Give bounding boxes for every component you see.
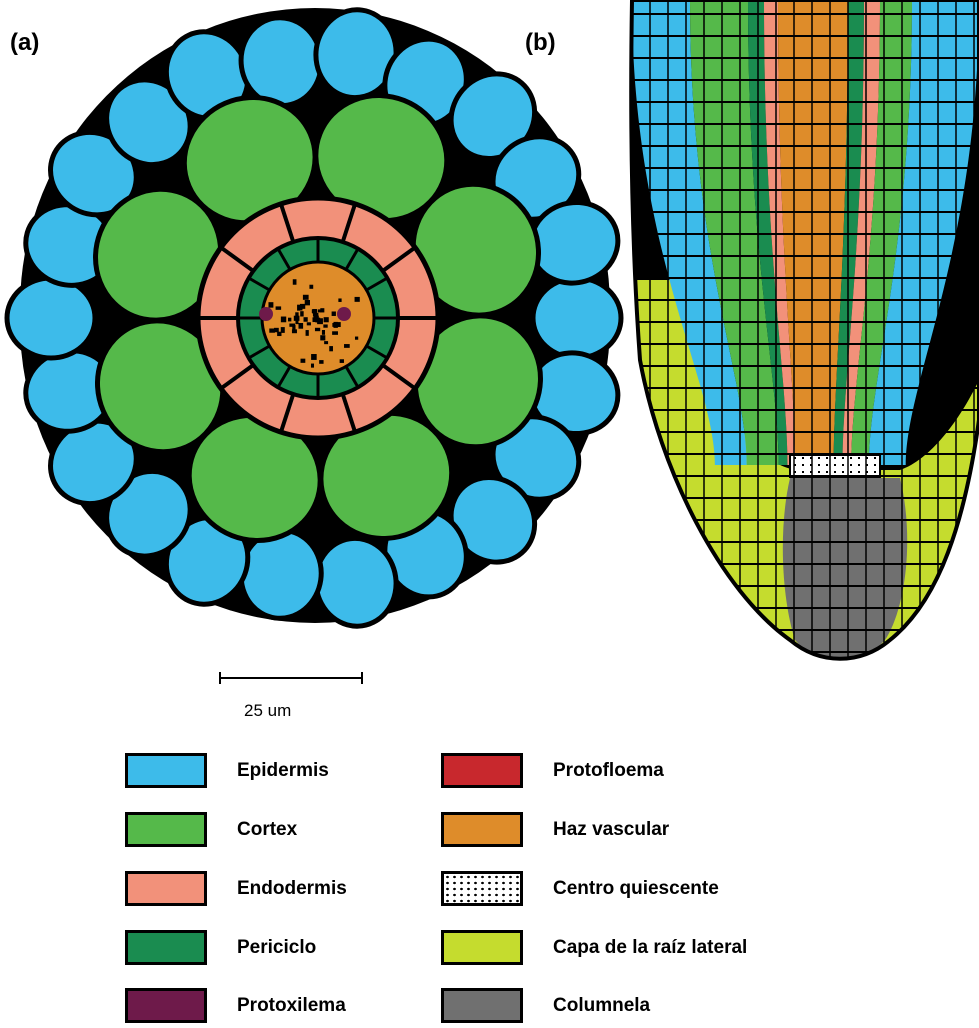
vascular-cell-wall — [311, 354, 317, 360]
vascular-cell-wall — [315, 317, 318, 322]
vascular-cell-wall — [355, 337, 358, 340]
vascular-cell-wall — [320, 308, 324, 312]
vascular-cell-wall — [300, 304, 305, 309]
vascular-cell-wall — [293, 279, 297, 284]
vascular-cell-wall — [323, 324, 327, 327]
vascular-cell-wall — [304, 317, 308, 322]
vascular-cell-wall — [306, 330, 309, 336]
root-cross-section — [7, 4, 628, 631]
vascular-cell-wall — [324, 341, 328, 344]
panel-label-a: (a) — [10, 29, 39, 56]
vascular-cell-wall — [269, 328, 275, 332]
vascular-core — [259, 262, 374, 374]
vascular-cell-wall — [288, 318, 291, 322]
vascular-cell-wall — [319, 360, 323, 364]
vascular-cell-wall — [281, 327, 285, 333]
vascular-cell-wall — [307, 322, 311, 325]
protoxilema-cell — [337, 307, 351, 321]
vascular-cell-wall — [332, 311, 336, 315]
vascular-cell-wall — [289, 324, 295, 327]
vascular-cell-wall — [268, 302, 273, 307]
vascular-cell-wall — [329, 346, 333, 351]
vascular-cell-wall — [294, 316, 300, 321]
vascular-cell-wall — [303, 295, 309, 300]
vascular-cell-wall — [322, 330, 325, 335]
panel-label-b: (b) — [525, 29, 556, 56]
vascular-cell-wall — [313, 313, 317, 316]
root-tip-longitudinal — [628, 0, 979, 680]
scale-bar: 25 um — [220, 672, 362, 720]
vascular-cell-wall — [301, 359, 306, 363]
vascular-cell-wall — [312, 310, 317, 314]
protoxilema-cell — [259, 307, 273, 321]
vascular-cell-wall — [338, 298, 341, 301]
vascular-cell-wall — [315, 328, 320, 331]
vascular-cell-wall — [332, 331, 338, 335]
vascular-cell-wall — [300, 311, 303, 316]
vascular-cell-wall — [305, 300, 310, 305]
columnela — [783, 478, 907, 661]
vascular-cell-wall — [355, 297, 360, 302]
vascular-cell-wall — [324, 317, 329, 322]
vascular-cell-wall — [292, 329, 297, 333]
vascular-cell-wall — [309, 285, 313, 289]
vascular-cell-wall — [344, 344, 350, 348]
vascular-cell-wall — [333, 322, 337, 328]
vascular-cell-wall — [297, 305, 300, 311]
epidermis-cell — [7, 278, 95, 358]
vascular-cell-wall — [298, 323, 303, 329]
vascular-cell-wall — [340, 359, 344, 363]
vascular-cell-wall — [311, 364, 314, 368]
vascular-cell-wall — [281, 317, 286, 323]
vascular-cell-wall — [320, 335, 325, 340]
epidermis-cell — [533, 278, 621, 358]
vascular-cell-wall — [276, 306, 282, 309]
scale-bar-label: 25 um — [244, 701, 291, 720]
